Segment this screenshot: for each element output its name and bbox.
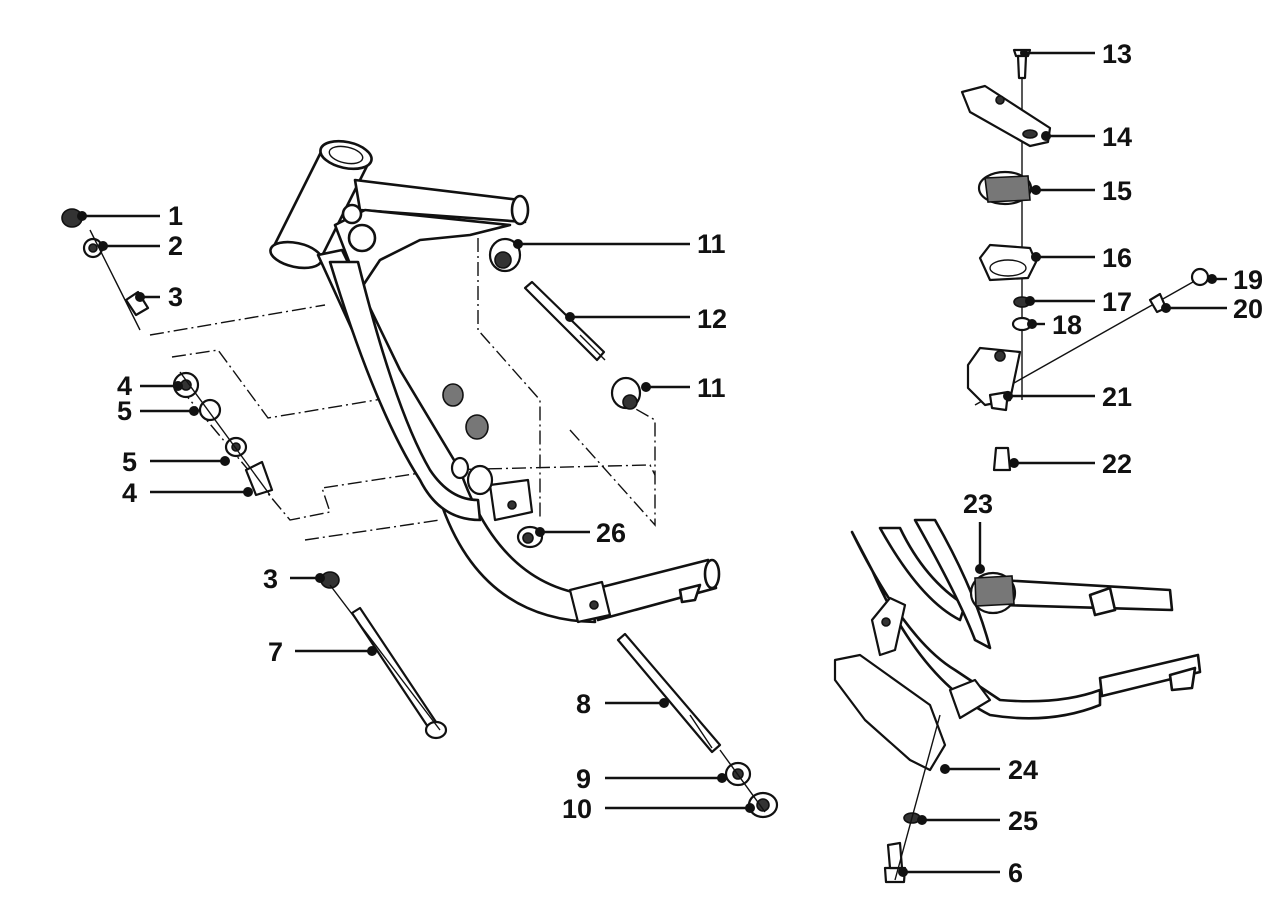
svg-text:2: 2 <box>168 231 183 261</box>
svg-text:23: 23 <box>963 489 993 519</box>
callout-6: 6 <box>898 858 1023 888</box>
callout-9: 9 <box>576 764 727 794</box>
callout-18: 18 <box>1027 310 1082 340</box>
mount-assembly <box>960 48 1210 472</box>
callout-16: 16 <box>1031 243 1132 273</box>
callout-10: 10 <box>562 794 755 824</box>
callout-19: 19 <box>1207 265 1263 295</box>
svg-text:19: 19 <box>1233 265 1263 295</box>
svg-text:9: 9 <box>576 764 591 794</box>
callout-1: 1 <box>77 201 183 231</box>
callout-12: 12 <box>565 304 727 334</box>
callout-25: 25 <box>917 806 1038 836</box>
svg-text:17: 17 <box>1102 287 1132 317</box>
callout-4-top: 4 <box>117 371 183 401</box>
svg-text:7: 7 <box>268 637 283 667</box>
hardware-left <box>61 208 441 731</box>
svg-text:15: 15 <box>1102 176 1132 206</box>
callout-8: 8 <box>576 689 669 719</box>
main-frame <box>149 139 721 624</box>
callout-14: 14 <box>1041 122 1132 152</box>
callout-17: 17 <box>1025 287 1132 317</box>
svg-text:26: 26 <box>596 518 626 548</box>
svg-text:6: 6 <box>1008 858 1023 888</box>
svg-text:22: 22 <box>1102 449 1132 479</box>
callout-26: 26 <box>535 518 626 548</box>
svg-text:4: 4 <box>122 478 137 508</box>
svg-text:5: 5 <box>122 447 137 477</box>
svg-text:10: 10 <box>562 794 592 824</box>
callouts: 1 2 3 4 5 5 4 3 7 11 <box>77 39 1263 888</box>
callout-5-top: 5 <box>117 396 199 426</box>
svg-text:16: 16 <box>1102 243 1132 273</box>
callout-11-top: 11 <box>513 229 726 259</box>
bolt-8 <box>616 632 722 754</box>
callout-2: 2 <box>98 231 183 261</box>
svg-text:13: 13 <box>1102 39 1132 69</box>
svg-text:8: 8 <box>576 689 591 719</box>
svg-text:11: 11 <box>697 229 726 259</box>
svg-text:18: 18 <box>1052 310 1082 340</box>
callout-13: 13 <box>1020 39 1132 69</box>
svg-text:14: 14 <box>1102 122 1132 152</box>
svg-text:3: 3 <box>263 564 278 594</box>
svg-text:5: 5 <box>117 396 132 426</box>
callout-7: 7 <box>268 637 377 667</box>
callout-20: 20 <box>1161 294 1263 324</box>
callout-11-bottom: 11 <box>641 373 726 403</box>
callout-22: 22 <box>1009 449 1132 479</box>
callout-3-bottom: 3 <box>263 564 325 594</box>
callout-23: 23 <box>963 489 993 574</box>
svg-text:4: 4 <box>117 371 132 401</box>
callout-5-bottom: 5 <box>122 447 230 477</box>
callout-4-bottom: 4 <box>122 478 253 508</box>
callout-15: 15 <box>1031 176 1132 206</box>
callout-24: 24 <box>940 755 1038 785</box>
footrest-assembly <box>833 518 1202 884</box>
rod-12 <box>523 280 606 362</box>
svg-text:20: 20 <box>1233 294 1263 324</box>
svg-text:11: 11 <box>697 373 726 403</box>
svg-text:24: 24 <box>1008 755 1038 785</box>
svg-text:25: 25 <box>1008 806 1038 836</box>
callout-3-top: 3 <box>135 282 183 312</box>
hardware-center <box>488 237 779 819</box>
svg-text:3: 3 <box>168 282 183 312</box>
svg-text:1: 1 <box>168 201 183 231</box>
callout-21: 21 <box>1003 382 1132 412</box>
svg-text:12: 12 <box>697 304 727 334</box>
svg-text:21: 21 <box>1102 382 1132 412</box>
